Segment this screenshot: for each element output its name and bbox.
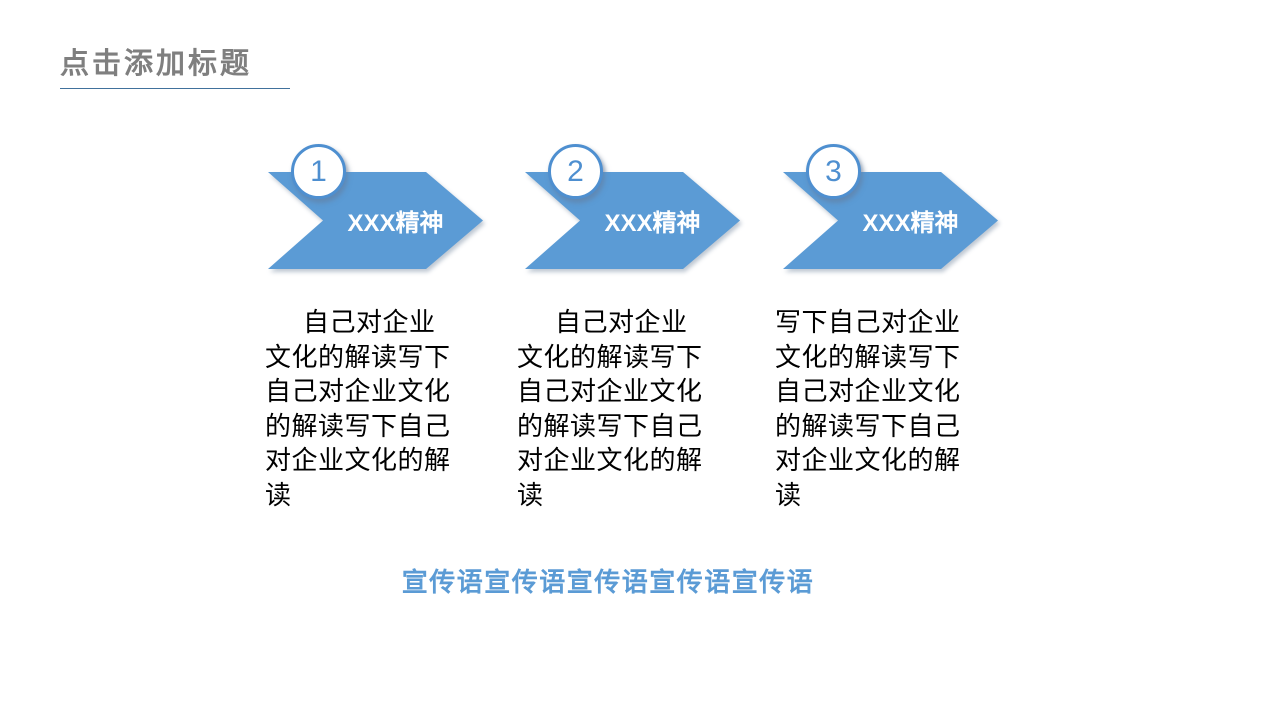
slogan-text: 宣传语宣传语宣传语宣传语宣传语 [401,567,815,597]
step-3-number-badge: 3 [806,144,861,199]
slide-title: 点击添加标题 [60,48,253,80]
step-3-body-text: 写下自己对企业文化的解读写下自己对企业文化的解读写下自己对企业文化的解读 [775,307,961,510]
step-3-label: XXX精神 [862,210,959,237]
step-1-body-text: 自己对企业文化的解读写下自己对企业文化的解读写下自己对企业文化的解读 [265,307,451,510]
step-2-arrow: XXX精神 2 [525,144,740,269]
step-1-label: XXX精神 [347,210,444,237]
step-3-arrow: XXX精神 3 [783,144,998,269]
step-2-body-text: 自己对企业文化的解读写下自己对企业文化的解读写下自己对企业文化的解读 [517,307,703,510]
step-1-arrow: XXX精神 1 [268,144,483,269]
step-2-label: XXX精神 [604,210,701,237]
step-2-number-badge: 2 [548,144,603,199]
step-1-number-badge: 1 [291,144,346,199]
title-underline [60,88,290,89]
